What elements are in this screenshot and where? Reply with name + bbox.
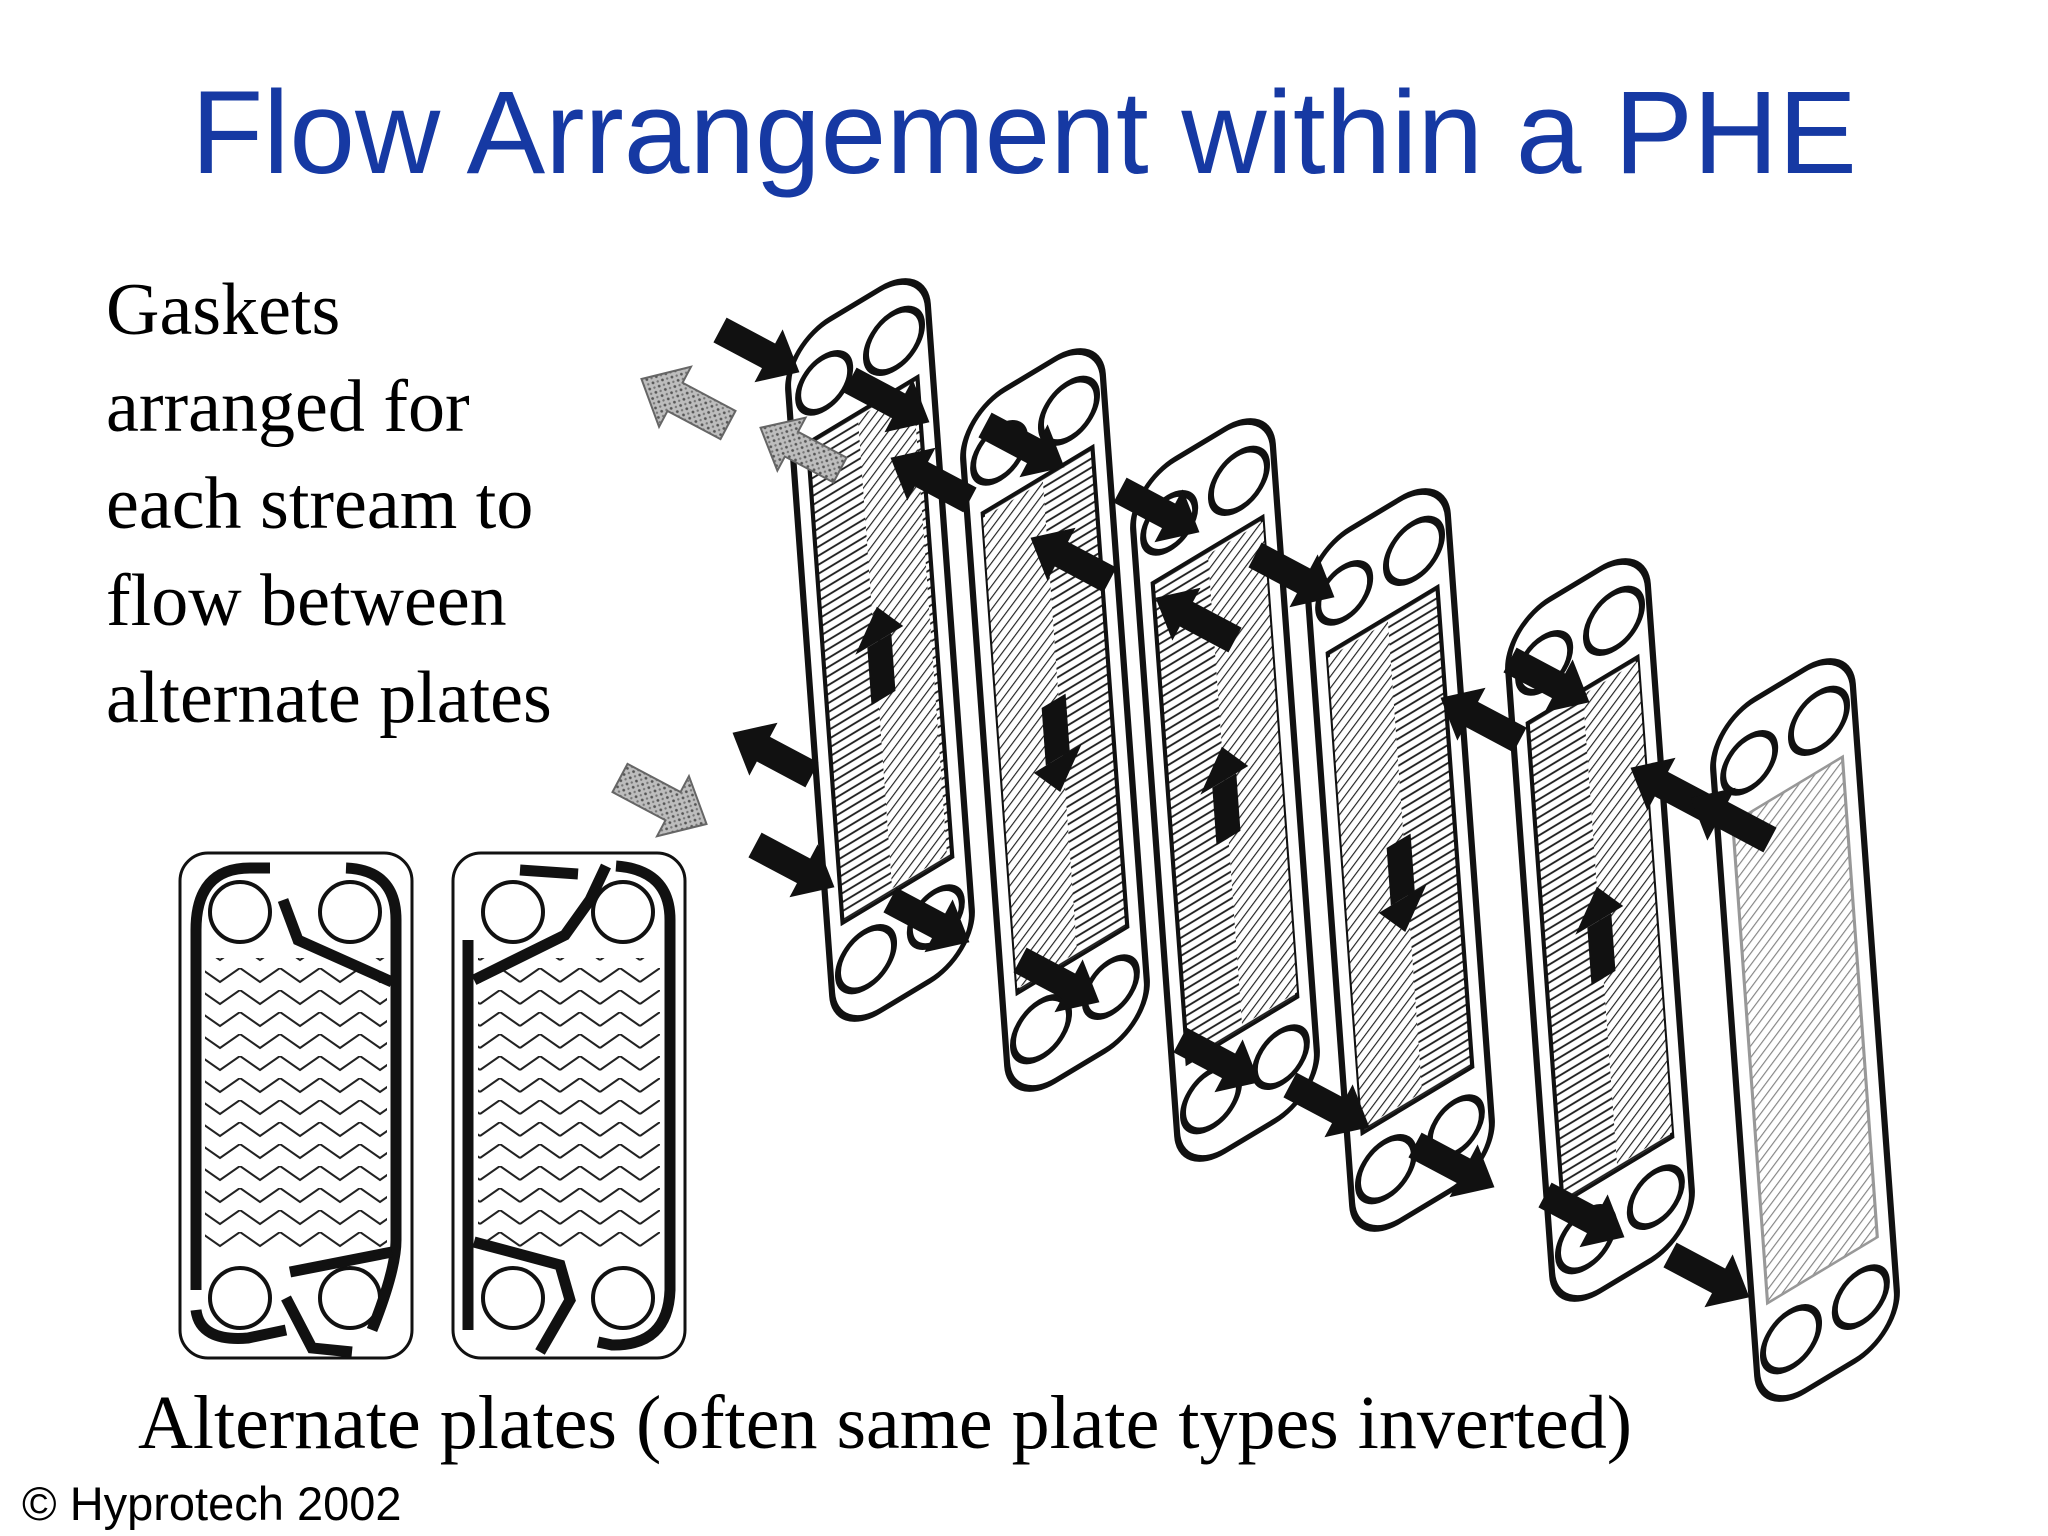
slide-title: Flow Arrangement within a PHE: [191, 67, 1857, 199]
arrow-right-icon: [1663, 1242, 1750, 1308]
arrow-right-icon: [1408, 1132, 1495, 1198]
plates-caption: Alternate plates (often same plate types…: [138, 1381, 1633, 1465]
arrow-left-icon: [732, 722, 819, 788]
arrow-left-icon: [1690, 787, 1777, 853]
description-line: flow between: [106, 560, 507, 642]
arrow-left-icon: [640, 365, 737, 441]
cold-stream-arrows: [611, 365, 848, 838]
gasket-plate-b: [451, 851, 687, 1360]
arrow-right-icon: [883, 887, 970, 953]
gasket-description: Gaskets arranged for each stream to flow…: [106, 262, 552, 747]
arrow-left-icon: [890, 447, 977, 513]
arrow-right-icon: [1113, 477, 1200, 543]
arrow-right-icon: [978, 412, 1065, 478]
arrow-right-icon: [713, 317, 800, 383]
hot-stream-arrows: [713, 317, 1777, 1308]
arrow-right-icon: [843, 367, 930, 433]
end-plate: [1710, 658, 1900, 1402]
arrow-right-icon: [1503, 647, 1590, 713]
copyright-notice: © Hyprotech 2002: [22, 1477, 402, 1530]
arrow-right-icon: [1248, 542, 1335, 608]
description-line: arranged for: [106, 366, 470, 448]
arrow-right-icon: [1538, 1182, 1625, 1248]
arrow-left-icon: [1030, 527, 1117, 593]
arrow-right-icon: [1013, 947, 1100, 1013]
arrow-left-icon: [1155, 587, 1242, 653]
arrow-right-icon: [748, 832, 835, 898]
arrow-right-icon: [1283, 1072, 1370, 1138]
arrow-left-icon: [1440, 687, 1527, 753]
description-line: Gaskets: [106, 269, 341, 351]
arrow-right-icon: [611, 762, 708, 838]
heat-exchanger-plate: [1305, 488, 1495, 1232]
description-line: alternate plates: [106, 657, 552, 739]
arrow-left-icon: [759, 416, 848, 484]
gasket-plate-a: [178, 851, 414, 1360]
arrow-right-icon: [1173, 1027, 1260, 1093]
plate-stack: [785, 278, 1900, 1402]
heat-exchanger-plate: [960, 348, 1150, 1092]
description-line: each stream to: [106, 463, 534, 545]
